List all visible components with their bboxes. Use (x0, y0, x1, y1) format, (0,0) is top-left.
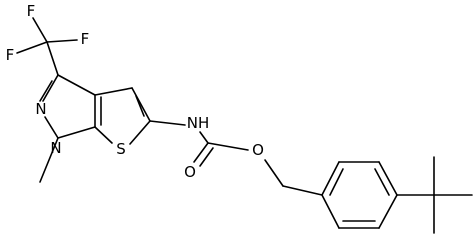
bond-c3-n2-double (39, 80, 53, 102)
atom-n1-ring: N (50, 139, 61, 157)
atom-nh: NH (187, 114, 210, 132)
bond-ar1-ar2 (321, 161, 340, 196)
bond-cf3-f-left (16, 41, 48, 54)
bond-ar6-ar1 (321, 194, 340, 229)
bond-c3a-c4 (94, 87, 133, 96)
bond-ch2-ring (282, 185, 323, 196)
atom-o-carbonyl: O (184, 163, 196, 181)
bond-n1-methyl (39, 137, 59, 183)
bond-carbonyl-o-ester (207, 142, 249, 151)
bond-cf3-to-c3 (46, 41, 59, 76)
bond-c4-c5 (131, 87, 151, 122)
atom-s-ring: S (116, 140, 126, 158)
bond-n2-n1 (44, 116, 59, 139)
bond-nh-carbonyl (199, 131, 209, 144)
atom-n-ring: N (35, 100, 46, 118)
bond-carbonyl-o-double (193, 142, 209, 163)
bond-ar3-ar4 (378, 161, 398, 196)
atom-f-top-left: F (27, 2, 36, 20)
bond-c4-c5-double (135, 95, 145, 117)
bond-c3-c3a (57, 74, 96, 96)
atom-f-top-right: F (81, 30, 90, 48)
bond-n1-c7a (57, 126, 96, 139)
bond-ar-double-2 (374, 168, 390, 196)
bond-cf3-f-top-right (46, 39, 78, 43)
atom-f-left: F (6, 46, 15, 64)
bond-ar-double-1 (329, 168, 344, 196)
bond-o-ester-ch2 (264, 159, 284, 187)
bond-carbonyl-o-double-2 (199, 147, 214, 167)
bond-c5-nh (149, 120, 186, 126)
bond-c3-n2 (42, 74, 59, 102)
bond-ar4-ar5 (378, 194, 398, 229)
bond-cf3-f-top-left (32, 17, 48, 43)
atom-o-ester: O (252, 141, 264, 159)
bond-s-c7a (94, 126, 113, 144)
bond-c5-s (129, 120, 151, 145)
